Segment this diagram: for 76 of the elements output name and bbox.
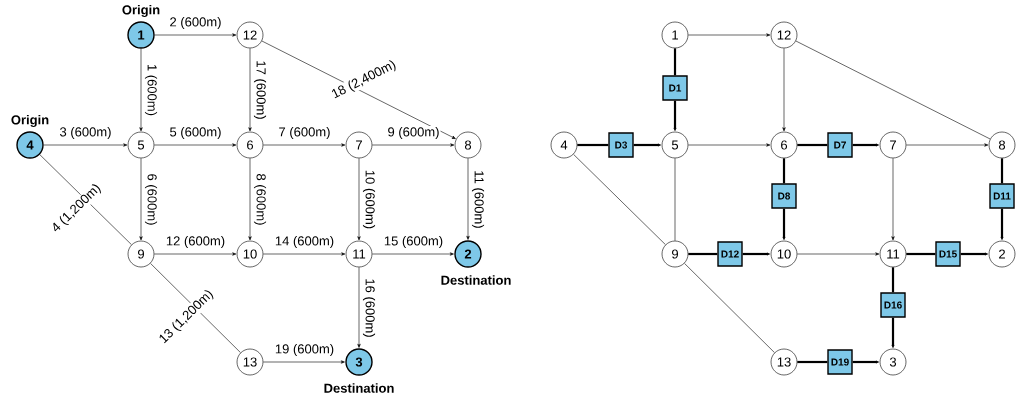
- label-box: D1: [662, 75, 688, 101]
- edge-label: 15 (600m): [382, 234, 445, 250]
- arrow: [797, 252, 880, 256]
- label-box: D7: [827, 132, 853, 158]
- node-caption: Destination: [441, 275, 511, 285]
- edge-label: 11 (600m): [470, 169, 486, 230]
- arrow: [43, 143, 128, 147]
- arrow: [891, 317, 895, 348]
- arrow: [154, 252, 237, 256]
- node-caption: Origin: [11, 114, 49, 128]
- connector-line: [782, 158, 786, 184]
- arrow: [852, 143, 879, 147]
- edge-label: 7 (600m): [277, 125, 332, 141]
- connector-line: [577, 143, 609, 147]
- arrow: [1000, 208, 1004, 240]
- connector-line: [906, 252, 936, 256]
- label-box: D11: [989, 183, 1015, 209]
- label-box: D8: [771, 183, 797, 209]
- edge-label: 17 (600m): [252, 59, 268, 121]
- connector-line: [797, 360, 828, 364]
- connector-line: [573, 154, 666, 245]
- node-caption: Destination: [324, 383, 394, 393]
- edge-label: 19 (600m): [273, 342, 336, 358]
- edge-label: 6 (600m): [143, 172, 159, 227]
- arrow: [673, 100, 677, 131]
- arrow: [154, 33, 237, 37]
- edge-label: 14 (600m): [273, 234, 336, 250]
- arrow: [248, 48, 252, 132]
- label-box: D3: [608, 132, 634, 158]
- edge-label: 2 (600m): [168, 15, 223, 31]
- connector-line: [688, 252, 718, 256]
- edge-label: 16 (600m): [361, 277, 377, 339]
- connector-line: [150, 263, 241, 353]
- arrow: [372, 252, 454, 256]
- edge-label: 8 (600m): [252, 172, 268, 227]
- connector-line: [797, 143, 828, 147]
- node-caption: Origin: [122, 4, 160, 18]
- arrow: [154, 143, 237, 147]
- connector-line: [891, 267, 895, 293]
- connector-line: [795, 40, 991, 140]
- arrow: [688, 143, 771, 147]
- arrow: [633, 143, 661, 147]
- arrow: [263, 360, 345, 364]
- edge-label: 12 (600m): [164, 234, 227, 250]
- connector-line: [1000, 158, 1004, 184]
- arrow: [782, 48, 786, 132]
- arrow: [139, 48, 143, 132]
- arrow: [263, 143, 346, 147]
- arrow: [372, 143, 455, 147]
- arrow: [782, 208, 786, 240]
- label-box: D16: [880, 292, 906, 318]
- connector-line: [684, 263, 775, 353]
- connector-line: [674, 158, 676, 241]
- edge-label: 3 (600m): [58, 125, 113, 141]
- edge-label: 5 (600m): [168, 125, 223, 141]
- arrow: [891, 158, 895, 241]
- label-box: D19: [827, 349, 853, 375]
- arrow: [906, 143, 989, 147]
- arrow: [466, 158, 470, 240]
- arrow: [852, 360, 879, 364]
- arrow: [357, 158, 361, 241]
- arrow: [263, 252, 346, 256]
- arrow: [248, 158, 252, 241]
- connector-line: [39, 154, 132, 245]
- label-box: D12: [717, 241, 743, 267]
- arrow: [960, 252, 988, 256]
- arrow: [688, 33, 771, 37]
- arrow: [261, 40, 456, 139]
- edge-label: 1 (600m): [143, 63, 159, 117]
- arrow: [357, 267, 361, 348]
- edge-label: 10 (600m): [361, 168, 377, 231]
- label-box: D15: [935, 241, 961, 267]
- connector-line: [673, 48, 677, 76]
- edge-label: 9 (600m): [386, 125, 441, 141]
- arrow: [139, 158, 143, 241]
- arrow: [742, 252, 770, 256]
